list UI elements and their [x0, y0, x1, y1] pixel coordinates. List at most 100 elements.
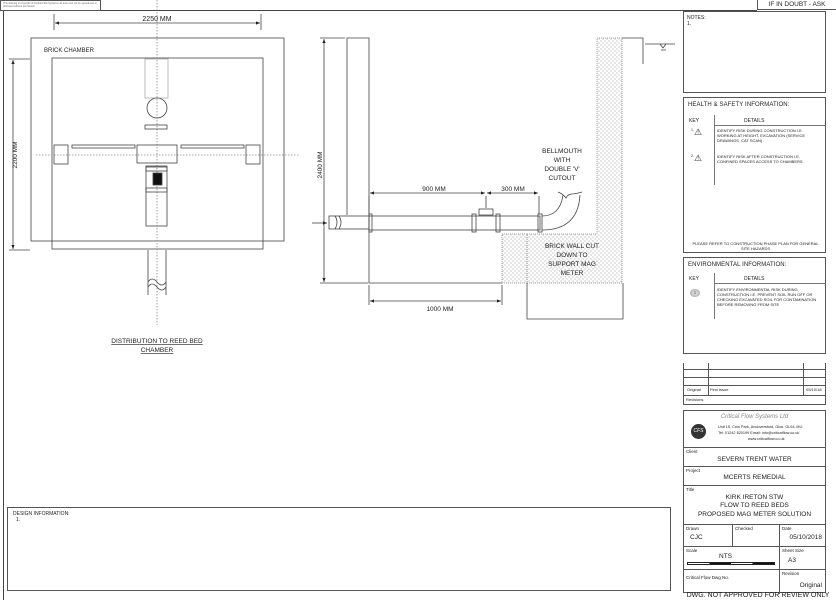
notes-title: NOTES: [687, 15, 706, 21]
project-value: MCERTS REMEDIAL [723, 474, 786, 481]
hs-key-2: 2. [691, 154, 694, 158]
flange [144, 124, 168, 130]
label-line: METER [561, 270, 584, 277]
dim-300-label: 300 MM [501, 186, 524, 193]
revision-value: Original [799, 582, 822, 589]
title-block: Critical Flow Systems Ltd CFS Unit 15, C… [683, 410, 826, 594]
inlet-pipe-stub [328, 215, 370, 230]
chamber-inner [51, 57, 264, 250]
env-title: ENVIRONMENTAL INFORMATION: [688, 262, 787, 268]
title-line-1: KIRK IRETON STW [725, 494, 784, 501]
pipe-break-symbol [334, 215, 342, 230]
env-detail-1: IDENTIFY ENVIRONMENTAL RISK DURING CONST… [717, 287, 817, 307]
hs-key-1: 1. [691, 128, 694, 132]
label-line: CUTOUT [549, 175, 576, 182]
valve-actuator [152, 172, 163, 186]
environmental-panel: ENVIRONMENTAL INFORMATION: KEY DETAILS 1… [683, 257, 826, 354]
plan-view [9, 0, 300, 325]
hs-title: HEALTH & SAFETY INFORMATION: [688, 102, 790, 108]
pipe-break-symbol [147, 278, 167, 291]
hs-details-header: DETAILS [744, 118, 765, 124]
revision-id: Original [687, 387, 701, 392]
checked-label: Checked [735, 526, 753, 531]
plan-width-dim: 2250 MM [142, 16, 171, 23]
brick-wall-label: BRICK WALL CUT DOWN TO SUPPORT MAG METER [545, 243, 599, 277]
sheet-size-label: Sheet Size [782, 548, 804, 553]
approval-status: DWG. NOT APPROVED FOR REVIEW ONLY [686, 592, 830, 599]
brick-chamber-outer [30, 37, 285, 242]
date-label: Date [782, 526, 792, 531]
mag-meter-body [146, 97, 168, 119]
notes-panel: NOTES: 1. [683, 11, 826, 93]
client-label: Client [686, 449, 698, 454]
section-height-dim: 2400 MM [317, 151, 324, 178]
pipe-run [368, 215, 541, 231]
revision-label: Revision [782, 571, 800, 576]
company-website: www.criticalflow.co.uk [748, 437, 785, 441]
plan-caption-line1: DISTRIBUTION TO REED BED [111, 338, 203, 345]
bellmouth [557, 191, 583, 199]
project-label: Project [686, 468, 701, 473]
mag-meter [478, 208, 494, 216]
dim-1000-label: 1000 MM [426, 306, 453, 313]
sheet-frame-left [3, 10, 4, 600]
weir-left [53, 144, 69, 165]
hs-detail-2: IDENTIFY RISK AFTER CONSTRUCTION I.E. CO… [717, 154, 804, 164]
environment-badge-icon: 1 [690, 289, 700, 297]
copyright-note-box: This drawing is copyright of Critical Fl… [0, 0, 101, 11]
weir-plate-right [180, 144, 245, 149]
hs-footer: PLEASE REFER TO CONSTRUCTION PHASE PLAN … [692, 241, 819, 251]
health-safety-panel: HEALTH & SAFETY INFORMATION: KEY DETAILS… [683, 97, 826, 253]
ground-line [622, 37, 644, 64]
dim-900-label: 900 MM [422, 186, 445, 193]
drawn-value: CJC [690, 534, 703, 541]
label-line: SUPPORT MAG [548, 261, 596, 268]
revision-date: 05/10/18 [806, 387, 822, 392]
label-line: DOWN TO [556, 252, 587, 259]
warning-text: IF IN DOUBT - ASK [768, 1, 826, 8]
title-line-2: FLOW TO REED BEDS [720, 502, 789, 509]
bellmouth-label: BELLMOUTH WITH DOUBLE 'V' CUTOUT [542, 148, 582, 182]
weir-right [245, 144, 261, 165]
left-wall [346, 37, 502, 284]
env-key-header: KEY [689, 276, 700, 282]
logo-text: CFS [693, 428, 704, 434]
label-line: BELLMOUTH [542, 148, 582, 155]
title-line-3: PROPOSED MAG METER SOLUTION [697, 511, 812, 518]
brick-chamber-label: BRICK CHAMBER [44, 48, 95, 54]
company-logo: CFS [691, 424, 706, 439]
warning-box: IF IN DOUBT - ASK [757, 0, 836, 10]
env-details-header: DETAILS [744, 276, 765, 282]
notes-item: 1. [687, 21, 692, 27]
warning-triangle-icon: ⚠ [694, 127, 703, 137]
plan-caption-line2: CHAMBER [141, 347, 174, 354]
water-level-symbol [645, 43, 675, 51]
brick-support [501, 233, 528, 284]
scale-value: NTS [719, 553, 732, 560]
weir-plate-left [71, 144, 136, 149]
plan-height-dim: 2200 MM [12, 141, 19, 168]
hs-key-header: KEY [689, 118, 700, 124]
dwg-no-label: Critical Flow Dwg No. [686, 575, 730, 580]
lower-chamber [526, 283, 624, 320]
design-information-panel: DESIGN INFORMATION: 1. [7, 507, 671, 591]
scale-label: Scale [686, 548, 698, 553]
bend [541, 194, 581, 231]
tee-junction [136, 144, 178, 164]
label-line: WITH [554, 157, 571, 164]
revision-desc: First Issue [710, 387, 729, 392]
company-name: Critical Flow Systems Ltd [720, 414, 789, 420]
hs-detail-1: IDENTIFY RISK DURING CONSTRUCTION I.E. W… [717, 128, 806, 143]
sheet-frame-top [100, 10, 757, 11]
label-line: DOUBLE 'V' [544, 166, 579, 173]
revisions-label: Revisions [686, 397, 704, 402]
title-label: Title [686, 487, 695, 492]
env-key-1: 1 [693, 290, 697, 295]
revisions-table: Original First Issue 05/10/18 Revisions [683, 363, 826, 405]
label-line: BRICK WALL CUT [545, 243, 599, 250]
scale-bar [687, 562, 775, 565]
outlet-pipe [145, 165, 168, 227]
date-value: 05/10/2018 [789, 534, 822, 541]
design-info-item: 1. [16, 517, 21, 523]
